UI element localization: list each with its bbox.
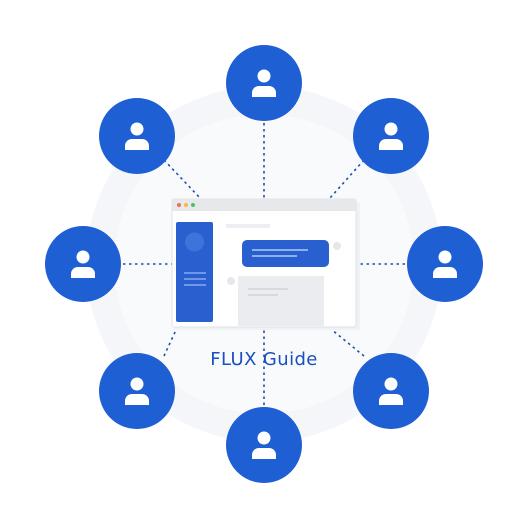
sidebar-line-3 — [184, 284, 206, 286]
window-maximize-dot — [191, 203, 195, 207]
reply-block — [238, 276, 324, 326]
user-icon — [379, 122, 403, 150]
reply-line-2 — [248, 294, 278, 296]
user-icon — [433, 250, 457, 278]
user-icon — [125, 122, 149, 150]
reply-line-1 — [248, 288, 288, 290]
user-node-right[interactable] — [407, 226, 483, 302]
connector-bottom-left — [163, 329, 177, 357]
sidebar-line-2 — [184, 278, 206, 280]
user-icon — [252, 69, 276, 97]
header-placeholder — [226, 224, 270, 228]
user-icon — [379, 377, 403, 405]
user-icon — [252, 431, 276, 459]
user-node-bottom-right[interactable] — [353, 353, 429, 429]
user-node-circle — [226, 407, 302, 483]
user-node-circle — [407, 226, 483, 302]
sidebar-line-1 — [184, 272, 206, 274]
user-nodes — [45, 45, 483, 483]
user-node-top-right[interactable] — [353, 98, 429, 174]
user-node-circle — [99, 98, 175, 174]
user-node-bottom[interactable] — [226, 407, 302, 483]
diagram-caption: FLUX Guide — [210, 349, 318, 370]
message-line-1 — [252, 249, 308, 251]
connectors — [123, 123, 405, 405]
user-node-circle — [353, 98, 429, 174]
window-titlebar — [172, 199, 356, 211]
user-node-circle — [353, 353, 429, 429]
user-node-circle — [99, 353, 175, 429]
user-node-circle — [45, 226, 121, 302]
reply-avatar — [227, 277, 235, 285]
connector-top-left — [163, 159, 201, 199]
user-node-top-left[interactable] — [99, 98, 175, 174]
connector-top-right — [329, 159, 365, 199]
user-node-circle — [226, 45, 302, 121]
app-window — [171, 198, 360, 330]
window-minimize-dot — [184, 203, 188, 207]
user-node-top[interactable] — [226, 45, 302, 121]
connector-bottom-right — [325, 324, 365, 357]
message-line-2 — [252, 255, 297, 257]
window-close-dot — [177, 203, 181, 207]
message-bubble — [242, 240, 329, 267]
sidebar-avatar — [185, 232, 204, 252]
user-node-bottom-left[interactable] — [99, 353, 175, 429]
user-icon — [71, 250, 95, 278]
message-avatar-right — [333, 242, 341, 250]
user-icon — [125, 377, 149, 405]
user-node-left[interactable] — [45, 226, 121, 302]
